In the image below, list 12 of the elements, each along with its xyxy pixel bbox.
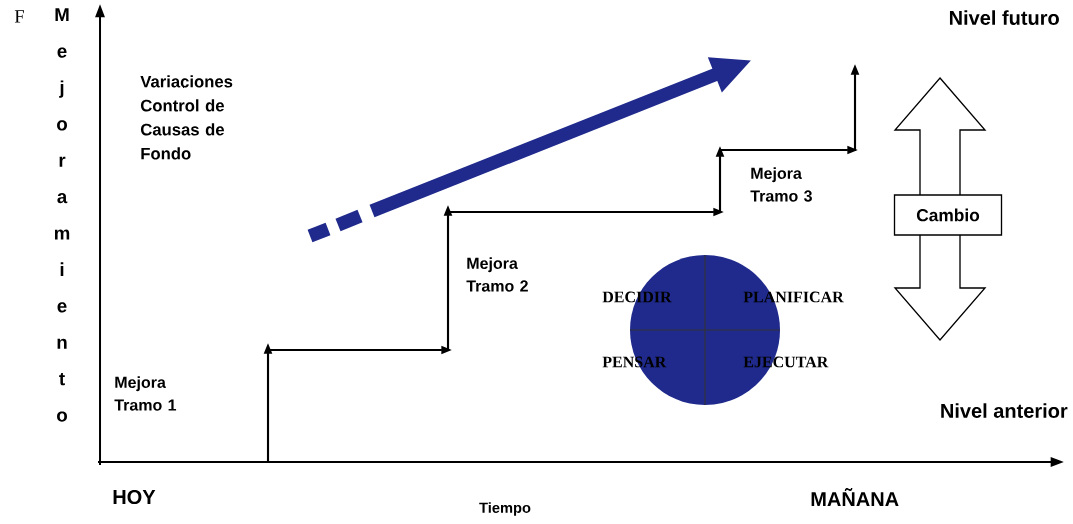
label-box: Cambio <box>893 194 1003 236</box>
step-label: Mejora Tramo 3 <box>750 167 812 202</box>
level-label: Nivel futuro <box>949 10 1059 25</box>
step-label: Mejora Tramo 1 <box>114 376 177 411</box>
note-text: Variaciones Control de Causas de Fondo <box>140 75 233 160</box>
axis-title: Tiempo <box>479 502 531 516</box>
axis-label: HOY <box>113 489 156 505</box>
level-label: Nivel anterior <box>941 403 1068 418</box>
axis-title: Mejoramiento <box>54 8 70 422</box>
axis-label: F <box>14 10 24 23</box>
axis-label: MAÑANA <box>811 488 899 506</box>
step-label: Mejora Tramo 2 <box>466 257 528 292</box>
